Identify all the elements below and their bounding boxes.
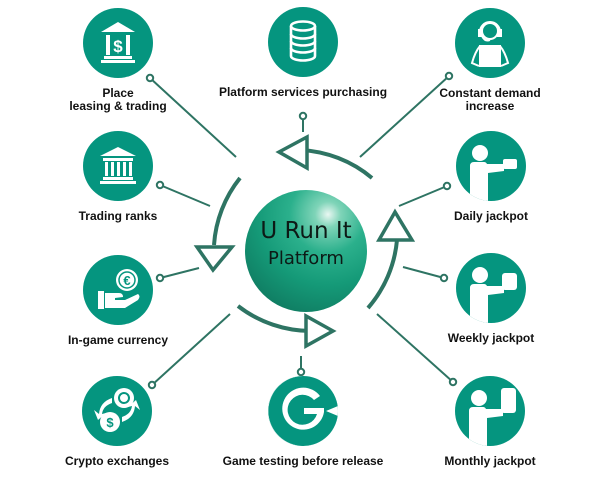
- connector-daily-jackpot: [398, 185, 448, 207]
- bank-dollar-icon: $: [83, 8, 153, 78]
- connector-dot: [439, 273, 449, 283]
- node-label: Constant demand increase: [439, 86, 541, 113]
- connector-trading-ranks: [159, 184, 211, 207]
- cycle-arc-right: [366, 239, 399, 310]
- arrowhead-left: [193, 245, 236, 273]
- connector-place-leasing: [149, 77, 237, 158]
- database-icon: [268, 7, 338, 77]
- node-label: Daily jackpot: [453, 209, 529, 223]
- crypto-exchange-icon: $: [82, 376, 152, 446]
- person-holding-small-box-icon: [456, 131, 526, 201]
- connector-monthly-jackpot: [376, 313, 454, 383]
- hub-title: U Run It: [260, 218, 352, 244]
- node-label: Trading ranks: [78, 209, 158, 223]
- node-label: Platform services purchasing: [218, 85, 388, 99]
- bank-building-icon: [83, 131, 153, 201]
- arrowhead-right: [375, 208, 416, 242]
- connector-dot: [296, 367, 306, 377]
- connector-dot: [448, 377, 458, 387]
- connector-dot: [442, 181, 452, 191]
- connector-in-game-currency: [159, 267, 200, 279]
- node-label: Weekly jackpot: [447, 331, 535, 345]
- connector-dot: [298, 111, 308, 121]
- node-label: Crypto exchanges: [64, 454, 170, 468]
- connector-dot: [444, 71, 454, 81]
- support-agent-icon: [455, 8, 525, 78]
- cycle-arc-top: [299, 148, 374, 180]
- arrowhead-top: [275, 134, 309, 172]
- hand-euro-coin-icon: €: [83, 255, 153, 325]
- node-label: Game testing before release: [222, 454, 384, 468]
- svg-text:$: $: [106, 415, 114, 430]
- svg-text:€: €: [123, 273, 130, 288]
- connector-constant-demand: [359, 75, 450, 158]
- connector-crypto-exchanges: [151, 313, 231, 386]
- arrowhead-bottom: [304, 313, 337, 349]
- node-label: Monthly jackpot: [444, 454, 536, 468]
- hub-subtitle: Platform: [268, 248, 344, 269]
- connector-weekly-jackpot: [402, 266, 445, 279]
- person-holding-medium-box-icon: [456, 253, 526, 323]
- connector-dot: [147, 380, 157, 390]
- letter-g-icon: [268, 376, 338, 446]
- connector-dot: [155, 180, 165, 190]
- connector-dot: [145, 73, 155, 83]
- person-holding-large-box-icon: [455, 376, 525, 446]
- node-label: In-game currency: [67, 333, 169, 347]
- connector-dot: [155, 273, 165, 283]
- svg-text:$: $: [113, 37, 123, 56]
- cycle-arc-left: [212, 176, 242, 246]
- platform-hub: U Run It Platform: [245, 190, 367, 312]
- node-label: Place leasing & trading: [69, 86, 167, 113]
